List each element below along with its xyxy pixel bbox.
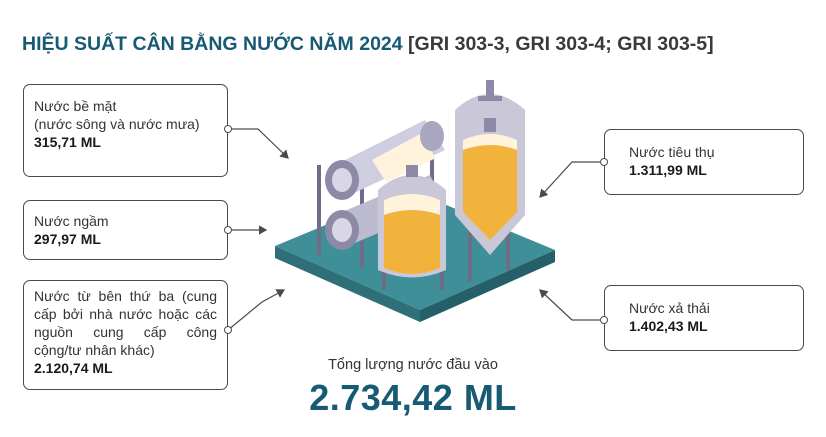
third-party-value: 2.120,74 ML bbox=[34, 360, 113, 376]
total-input-value: 2.734,42 ML bbox=[309, 377, 517, 418]
surface-water-value: 315,71 ML bbox=[34, 134, 101, 150]
surface-water-label: Nước bề mặt bbox=[34, 98, 117, 114]
input-surface-water-box: Nước bề mặt (nước sông và nước mưa) 315,… bbox=[23, 84, 228, 177]
connector-dot bbox=[224, 326, 232, 334]
output-discharge-box: Nước xả thải 1.402,43 ML bbox=[604, 285, 804, 351]
output-consumption-box: Nước tiêu thụ 1.311,99 ML bbox=[604, 129, 804, 195]
discharge-label: Nước xả thải bbox=[629, 300, 710, 316]
groundwater-label: Nước ngầm bbox=[34, 213, 109, 229]
connector-dot bbox=[600, 158, 608, 166]
conical-tank bbox=[455, 80, 525, 282]
surface-water-sublabel: (nước sông và nước mưa) bbox=[34, 116, 200, 132]
page-title: HIỆU SUẤT CÂN BẰNG NƯỚC NĂM 2024 [GRI 30… bbox=[22, 33, 714, 56]
title-gri: [GRI 303-3, GRI 303-4; GRI 303-5] bbox=[408, 33, 714, 55]
input-third-party-box: Nước từ bên thứ ba (cung cấp bởi nhà nướ… bbox=[23, 280, 228, 390]
connector-lines bbox=[227, 128, 600, 331]
front-tank bbox=[378, 165, 446, 290]
discharge-value: 1.402,43 ML bbox=[629, 318, 708, 334]
connector-dot bbox=[224, 125, 232, 133]
consumption-value: 1.311,99 ML bbox=[629, 162, 707, 178]
connector-dot bbox=[224, 226, 232, 234]
title-main: HIỆU SUẤT CÂN BẰNG NƯỚC NĂM 2024 bbox=[22, 33, 403, 55]
total-input-label: Tổng lượng nước đầu vào bbox=[328, 357, 498, 373]
third-party-label: Nước từ bên thứ ba (cung cấp bởi nhà nướ… bbox=[34, 288, 217, 358]
input-groundwater-box: Nước ngầm 297,97 ML bbox=[23, 200, 228, 260]
groundwater-value: 297,97 ML bbox=[34, 231, 101, 247]
connector-dot bbox=[600, 316, 608, 324]
consumption-label: Nước tiêu thụ bbox=[629, 144, 715, 160]
